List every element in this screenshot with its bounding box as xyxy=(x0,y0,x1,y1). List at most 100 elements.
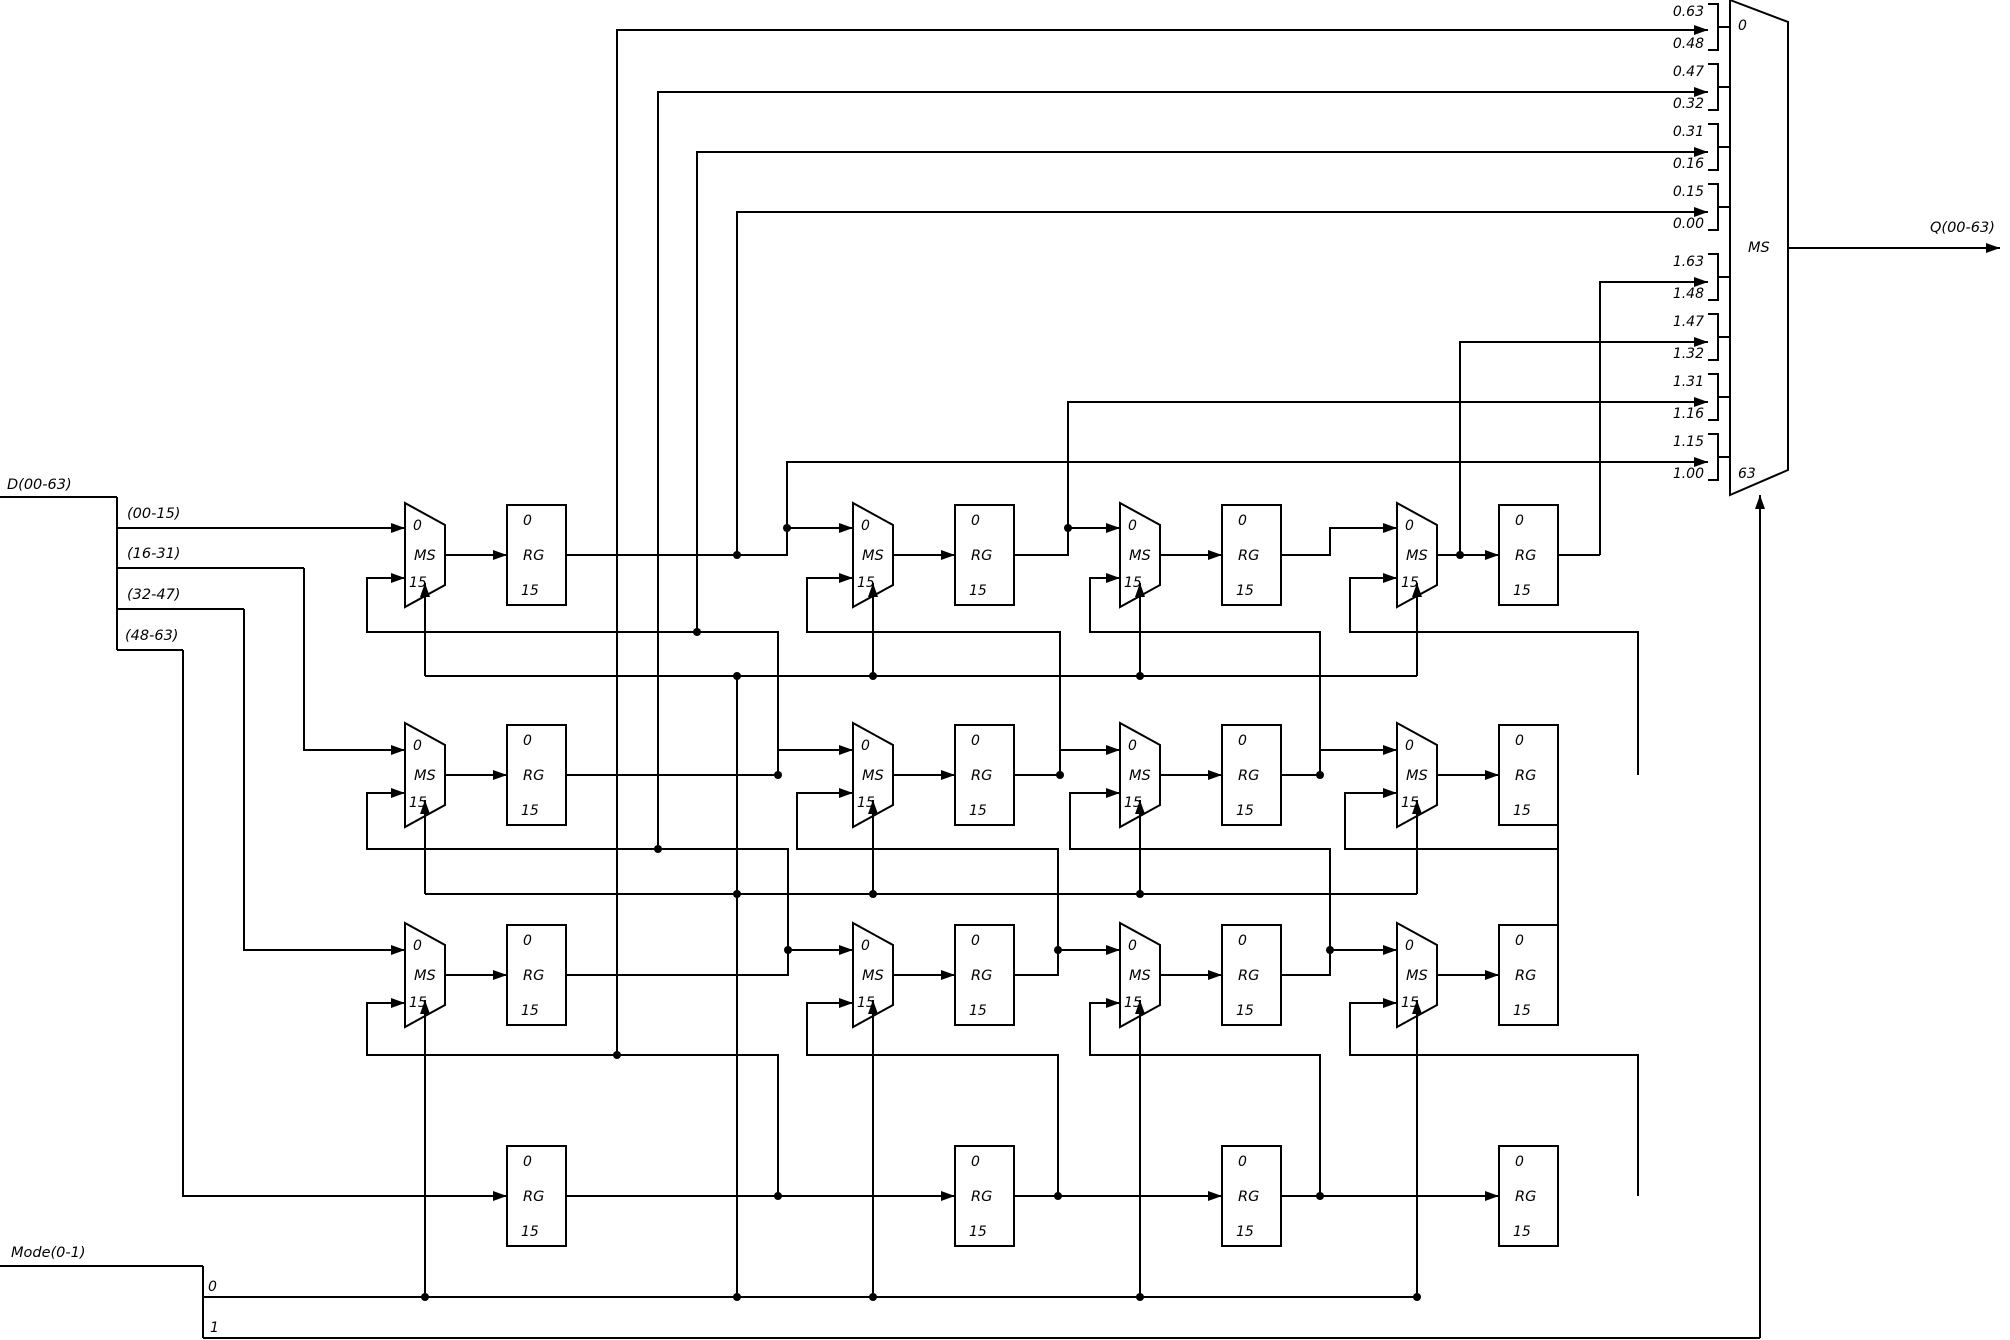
arrowhead xyxy=(1694,25,1708,35)
wire xyxy=(1349,577,1639,775)
register-r2c0 xyxy=(506,924,567,1026)
arrowhead xyxy=(1485,770,1499,780)
arrowhead xyxy=(1412,800,1422,814)
register-r1c0 xyxy=(506,724,567,826)
register-pin-top: 0 xyxy=(1515,733,1524,749)
input-bracket-5 xyxy=(1708,313,1719,361)
junction-dot xyxy=(421,1293,429,1301)
input-label-upper-2: 0.31 xyxy=(1673,124,1704,140)
register-label: RG xyxy=(1515,1189,1536,1205)
mux-label: MS xyxy=(1406,548,1428,564)
input-label-upper-3: 0.15 xyxy=(1673,184,1704,200)
arrowhead xyxy=(1694,87,1708,97)
mux-r1c3 xyxy=(1396,721,1438,829)
junction-dot xyxy=(783,524,791,532)
register-r1c3 xyxy=(1498,724,1559,826)
mux-label: MS xyxy=(862,768,884,784)
wire xyxy=(366,577,779,775)
junction-dot xyxy=(1136,890,1144,898)
input-label-upper-0: 0.63 xyxy=(1673,4,1704,20)
wire xyxy=(786,461,1708,528)
mux-r0c1 xyxy=(852,501,894,609)
input-label-upper-7: 1.15 xyxy=(1673,434,1704,450)
arrowhead xyxy=(1383,945,1397,955)
register-pin-bottom: 15 xyxy=(521,583,539,599)
arrowhead xyxy=(1106,523,1120,533)
arrowhead xyxy=(941,970,955,980)
register-label: RG xyxy=(523,1189,544,1205)
register-r3c0 xyxy=(506,1145,567,1247)
mux-pin-bottom: 15 xyxy=(857,575,875,591)
wire xyxy=(1067,401,1708,528)
output-mux-pin-top: 0 xyxy=(1738,18,1747,34)
mux-pin-bottom: 15 xyxy=(1124,575,1142,591)
register-pin-bottom: 15 xyxy=(1236,803,1254,819)
arrowhead xyxy=(1383,745,1397,755)
register-r0c1 xyxy=(954,504,1015,606)
input-label-lower-3: 0.00 xyxy=(1673,216,1704,232)
register-pin-top: 0 xyxy=(523,933,532,949)
register-pin-top: 0 xyxy=(523,733,532,749)
junction-dot xyxy=(869,1293,877,1301)
mux-r1c1 xyxy=(852,721,894,829)
input-bracket-4 xyxy=(1708,253,1719,301)
arrowhead xyxy=(868,800,878,814)
mux-pin-bottom: 15 xyxy=(1124,995,1142,1011)
wire xyxy=(1014,949,1120,976)
register-pin-top: 0 xyxy=(971,513,980,529)
input-label-lower-0: 0.48 xyxy=(1673,36,1704,52)
register-pin-top: 0 xyxy=(971,1154,980,1170)
wire xyxy=(1089,1002,1321,1196)
mux-pin-top: 0 xyxy=(1128,518,1137,534)
mux-pin-top: 0 xyxy=(861,938,870,954)
register-r1c2 xyxy=(1221,724,1282,826)
arrowhead xyxy=(1106,788,1120,798)
mux-label: MS xyxy=(862,968,884,984)
arrowhead xyxy=(391,745,405,755)
junction-dot xyxy=(693,628,701,636)
register-pin-bottom: 15 xyxy=(521,1003,539,1019)
register-pin-top: 0 xyxy=(1515,513,1524,529)
register-pin-bottom: 15 xyxy=(1513,1224,1531,1240)
arrowhead xyxy=(1694,457,1708,467)
register-pin-bottom: 15 xyxy=(1236,1003,1254,1019)
arrowhead xyxy=(1986,243,2000,253)
arrowhead xyxy=(868,1000,878,1014)
mux-pin-top: 0 xyxy=(861,738,870,754)
junction-dot xyxy=(1064,524,1072,532)
register-r0c0 xyxy=(506,504,567,606)
arrowhead xyxy=(1208,1191,1222,1201)
register-pin-top: 0 xyxy=(1238,1154,1247,1170)
mux-pin-bottom: 15 xyxy=(1401,795,1419,811)
register-label: RG xyxy=(971,968,992,984)
register-label: RG xyxy=(1515,768,1536,784)
mux-pin-top: 0 xyxy=(1405,938,1414,954)
arrowhead xyxy=(1106,573,1120,583)
mux-pin-top: 0 xyxy=(1405,518,1414,534)
input-label-lower-4: 1.48 xyxy=(1673,286,1704,302)
mux-pin-top: 0 xyxy=(1405,738,1414,754)
arrowhead xyxy=(1135,1000,1145,1014)
mux-label: MS xyxy=(414,968,436,984)
junction-dot xyxy=(1316,1192,1324,1200)
wire xyxy=(736,211,1708,555)
input-label-upper-1: 0.47 xyxy=(1673,64,1704,80)
wire xyxy=(1014,749,1120,776)
arrowhead xyxy=(1412,1000,1422,1014)
arrowhead xyxy=(1383,523,1397,533)
register-label: RG xyxy=(1515,968,1536,984)
register-pin-bottom: 15 xyxy=(969,803,987,819)
wire xyxy=(1599,281,1708,555)
arrowhead xyxy=(1694,337,1708,347)
wire xyxy=(806,1002,1059,1196)
arrowhead xyxy=(391,945,405,955)
arrowhead xyxy=(391,523,405,533)
mux-pin-bottom: 15 xyxy=(857,995,875,1011)
mux-label: MS xyxy=(1129,968,1151,984)
input-label-upper-4: 1.63 xyxy=(1673,254,1704,270)
arrowhead xyxy=(1208,970,1222,980)
mux-label: MS xyxy=(414,768,436,784)
junction-dot xyxy=(613,1051,621,1059)
mux-pin-bottom: 15 xyxy=(409,795,427,811)
